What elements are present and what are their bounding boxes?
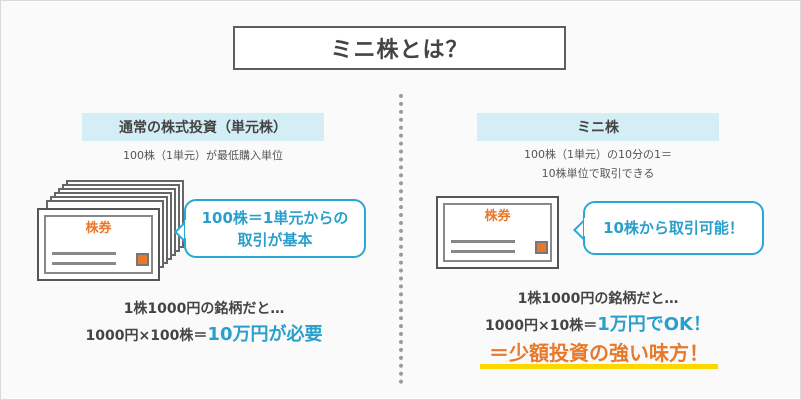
right-calc-line1: 1株1000円の銘柄だと… xyxy=(517,291,679,307)
right-subtext: 100株（1単元）の10分の1＝ 10株単位で取引できる xyxy=(466,145,730,183)
left-calc-emphasis: 10万円が必要 xyxy=(207,324,323,345)
column-divider xyxy=(399,94,403,384)
right-calc-prefix: 1000円×10株＝ xyxy=(485,318,598,334)
left-calc-line2: 1000円×100株＝10万円が必要 xyxy=(50,320,358,346)
left-subtext: 100株（1単元）が最低購入単位 xyxy=(123,149,283,162)
right-calc-line2: 1000円×10株＝1万円でOK！ xyxy=(445,310,751,336)
certificate-seal xyxy=(535,241,548,254)
right-calc-emphasis: 1万円でOK！ xyxy=(597,314,711,335)
bubble-tail-mask xyxy=(185,220,189,238)
certificate-line xyxy=(52,262,116,265)
right-speech-bubble: 10株から取引可能！ xyxy=(583,201,764,255)
left-bubble-line: 取引が基本 xyxy=(237,230,313,249)
right-highlight: ＝少額投資の強い味方！ xyxy=(489,341,709,365)
right-subtext-line: 100株（1単元）の10分の1＝ xyxy=(524,148,672,161)
highlight-underline xyxy=(480,364,718,369)
left-calc-line1: 1株1000円の銘柄だと… xyxy=(123,301,285,317)
left-bubble-line: 100株＝1単元からの xyxy=(201,208,349,227)
stock-certificate-icon: 株券 xyxy=(436,196,559,269)
left-speech-bubble: 100株＝1単元からの 取引が基本 xyxy=(184,199,366,258)
certificate-border xyxy=(44,215,153,274)
right-heading: ミニ株 xyxy=(477,113,719,141)
left-heading: 通常の株式投資（単元株） xyxy=(82,113,324,141)
certificate-border xyxy=(443,203,552,262)
certificate-seal xyxy=(136,253,149,266)
bubble-tail-mask xyxy=(584,218,588,236)
certificate-line xyxy=(451,250,515,253)
right-bubble-text: 10株から取引可能！ xyxy=(603,219,744,237)
certificate-label: 株券 xyxy=(484,209,511,224)
certificate-line xyxy=(451,240,515,243)
page-title: ミニ株とは？ xyxy=(233,26,566,70)
right-subtext-line: 10株単位で取引できる xyxy=(541,167,655,180)
certificate-label: 株券 xyxy=(85,221,112,236)
stock-certificate-icon: 株券 xyxy=(37,208,160,281)
left-calc-prefix: 1000円×100株＝ xyxy=(85,328,208,344)
certificate-line xyxy=(52,252,116,255)
